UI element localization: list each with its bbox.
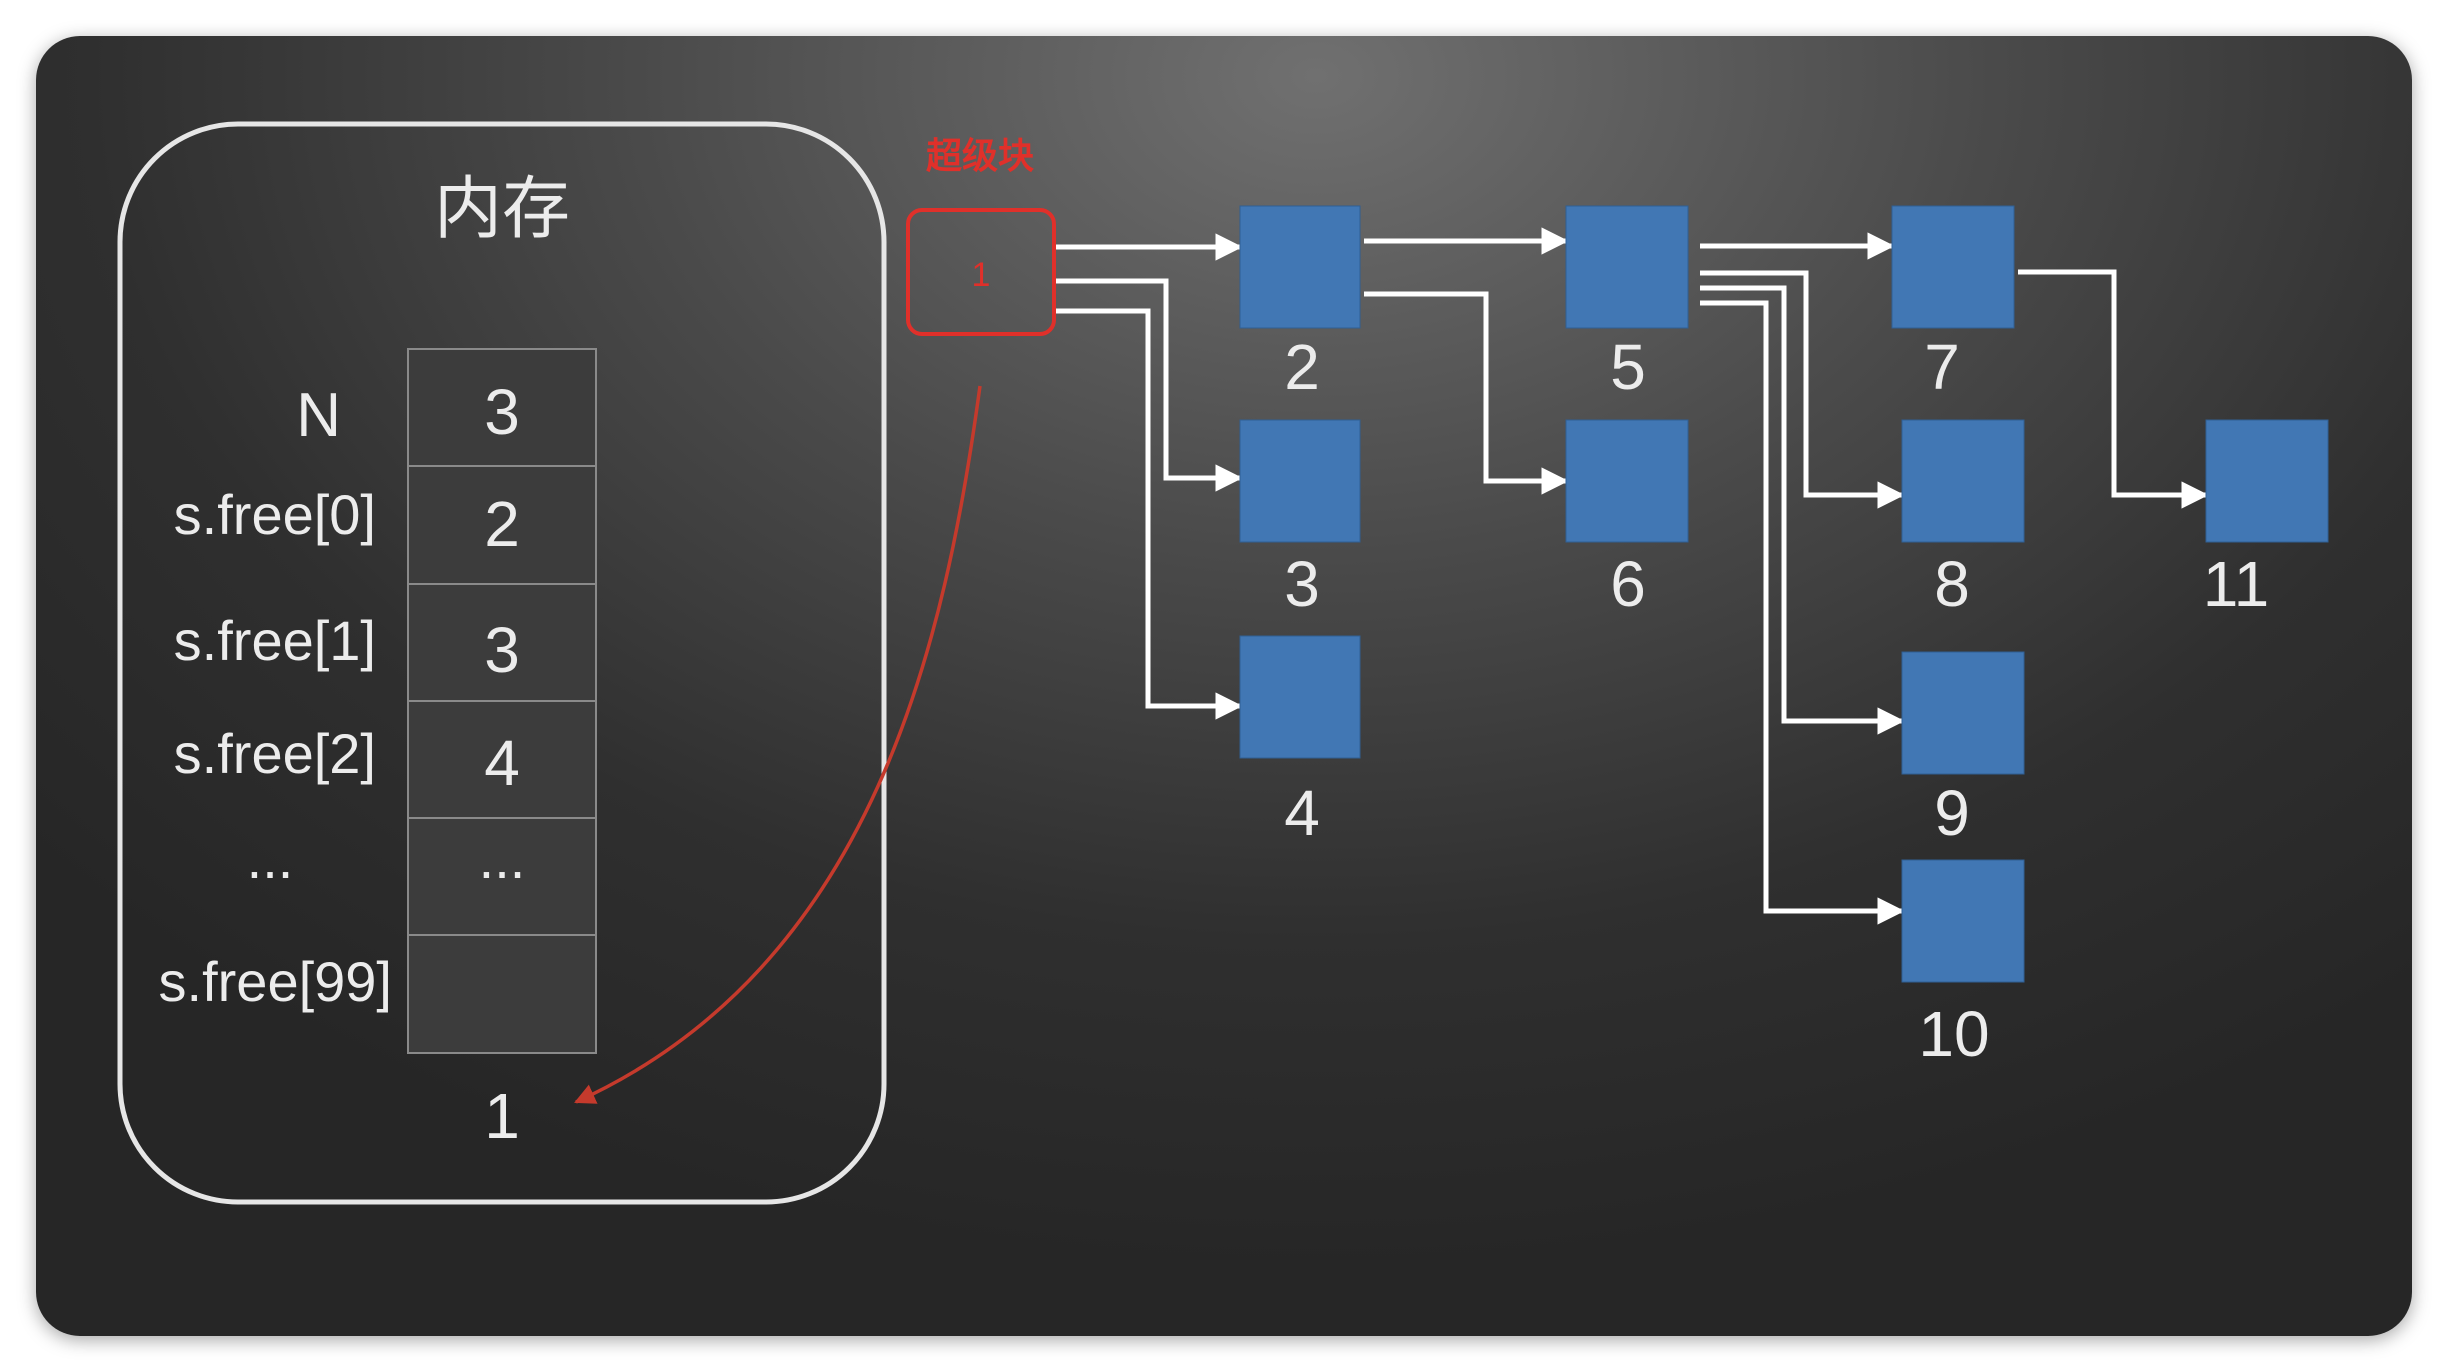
memory-row: s.free[2] 4: [174, 722, 520, 799]
memory-row: ... ...: [247, 827, 526, 890]
connectors: [1056, 227, 2209, 925]
row-label: s.free[1]: [174, 609, 376, 672]
row-value: 3: [484, 376, 520, 448]
row-label: s.free[2]: [174, 722, 376, 785]
superblock-label: 超级块: [926, 136, 1034, 177]
arrow-1-to-4: [1056, 308, 1243, 720]
block-number: 4: [1284, 777, 1320, 849]
diagram-canvas: 内存 N 3 s.free[0] 2 s.free[1] 3 s.free[2]…: [117, 121, 2329, 1205]
memory-table: [407, 348, 597, 1054]
block-number: 6: [1610, 548, 1646, 620]
block-number: 11: [2203, 548, 2269, 620]
memory-row: N 3: [296, 376, 520, 450]
arrow-7-to-11: [2018, 269, 2209, 509]
disk-block: 5: [1565, 205, 1689, 403]
disk-blocks: 2 3 4 5 6 7 8 9: [1239, 205, 2329, 1070]
arrow-5-to-10: [1700, 300, 1905, 925]
row-label: N: [296, 381, 341, 450]
memory-row: s.free[99]: [159, 950, 392, 1013]
row-label: s.free[99]: [159, 950, 392, 1013]
row-value: 4: [484, 727, 520, 799]
arrow-5-to-8: [1700, 270, 1905, 509]
memory-row: s.free[1] 3: [174, 609, 520, 686]
row-label: s.free[0]: [174, 483, 376, 546]
block-number: 2: [1284, 331, 1320, 403]
row-value: ...: [479, 827, 526, 890]
disk-block: 2: [1239, 205, 1361, 403]
disk-block: 3: [1239, 419, 1361, 620]
block-number: 8: [1934, 548, 1970, 620]
superblock: 超级块 1: [906, 136, 1056, 336]
block-number: 9: [1934, 777, 1970, 849]
arrow-5-to-9: [1700, 285, 1905, 735]
memory-title: 内存: [434, 170, 570, 249]
block-number: 3: [1284, 548, 1320, 620]
disk-block: 6: [1565, 419, 1689, 620]
disk-block: 4: [1239, 635, 1361, 849]
load-arrow: [574, 385, 982, 1104]
arrow-2-to-6: [1364, 291, 1569, 495]
disk-block: 9: [1901, 651, 2025, 849]
row-label: ...: [247, 827, 294, 890]
row-value: 2: [484, 488, 520, 560]
block-number: 5: [1610, 331, 1646, 403]
slide: 内存 N 3 s.free[0] 2 s.free[1] 3 s.free[2]…: [36, 36, 2412, 1336]
superblock-value: 1: [972, 256, 991, 294]
disk-block: 8: [1901, 419, 2025, 620]
memory-row: s.free[0] 2: [174, 483, 520, 560]
disk-block: 7: [1891, 205, 2015, 403]
arrow-1-to-3: [1056, 278, 1243, 492]
disk-block: 10: [1901, 859, 2025, 1070]
row-value: 3: [484, 614, 520, 686]
disk-block: 11: [2203, 419, 2329, 620]
block-number: 10: [1918, 998, 1989, 1070]
memory-below-value: 1: [484, 1080, 520, 1152]
block-number: 7: [1924, 331, 1960, 403]
memory-panel: 内存 N 3 s.free[0] 2 s.free[1] 3 s.free[2]…: [117, 121, 887, 1205]
